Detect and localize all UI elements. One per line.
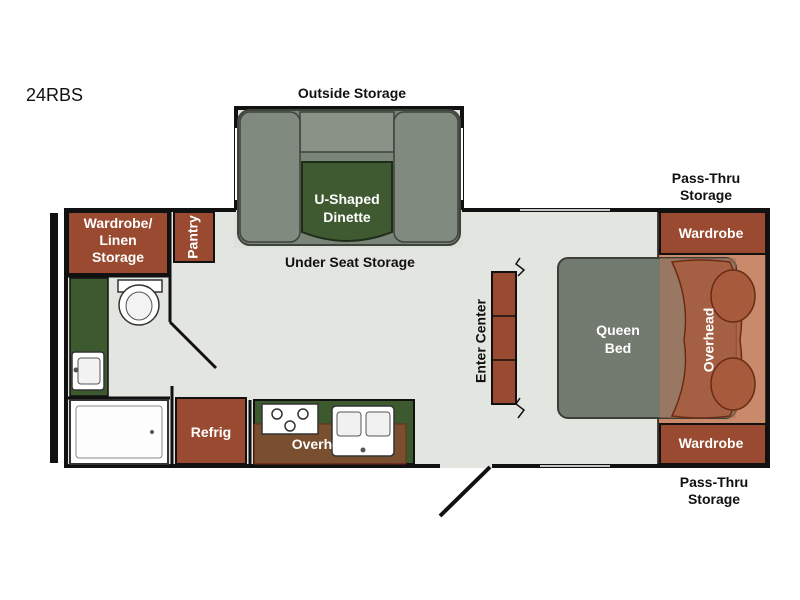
pantry: [173, 211, 215, 263]
outside-storage-label: Outside Storage: [298, 85, 406, 101]
front-wall-thick: [50, 213, 58, 463]
wardrobe-linen-label-line1: Wardrobe/: [84, 215, 153, 231]
pass-thru-bottom-label-line2: Storage: [688, 491, 740, 507]
shower: [69, 399, 169, 465]
dinette-label-line2: Dinette: [323, 209, 371, 225]
queen-bed: [557, 257, 756, 419]
entry-door: [438, 465, 492, 518]
wardrobe-top-label: Wardrobe: [679, 225, 744, 241]
bedroom-overhead-label: Overhead: [701, 308, 717, 373]
wardrobe-linen-label-line2: Linen: [99, 232, 136, 248]
pass-thru-top-label-line1: Pass-Thru: [672, 170, 740, 186]
wardrobe-bottom-label: Wardrobe: [679, 435, 744, 451]
wardrobe-top: [659, 211, 767, 255]
wardrobe-bottom: [659, 423, 767, 465]
wardrobe-linen-storage: [67, 211, 169, 275]
kitchen-overhead-label: Overhead: [292, 436, 357, 452]
bathroom-walls: [68, 212, 172, 400]
outer-walls: [64, 208, 770, 468]
queen-bed-label-line1: Queen: [596, 322, 640, 338]
bathroom-sink: [71, 351, 105, 391]
refrigerator: [175, 397, 247, 465]
pass-thru-top-label-line2: Storage: [680, 187, 732, 203]
toilet: [117, 279, 163, 326]
refrig-label: Refrig: [191, 424, 231, 440]
u-shaped-dinette: [237, 109, 461, 246]
model-label: 24RBS: [26, 85, 83, 105]
under-seat-storage-label: Under Seat Storage: [285, 254, 415, 270]
kitchen-sink: [331, 405, 395, 457]
bathroom-door: [168, 320, 218, 370]
wardrobe-linen-label-line3: Storage: [92, 249, 144, 265]
queen-bed-label-line2: Bed: [605, 340, 631, 356]
stove: [261, 403, 319, 435]
pantry-label: Pantry: [185, 215, 201, 259]
pass-thru-bottom-label-line1: Pass-Thru: [680, 474, 748, 490]
dinette-label-line1: U-Shaped: [314, 191, 379, 207]
enter-center-label: Enter Center: [473, 298, 489, 383]
entertainment-center: [491, 257, 526, 419]
